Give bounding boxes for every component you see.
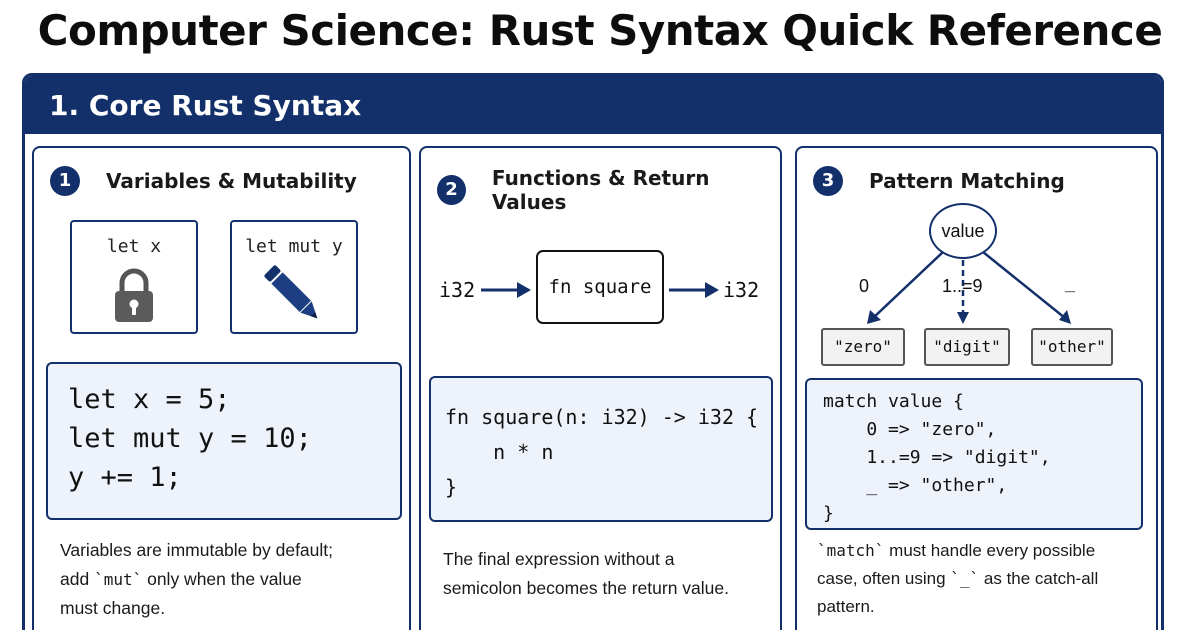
result-node: "zero": [821, 328, 905, 366]
note-text: case, often using: [817, 569, 951, 588]
arrowhead: [867, 310, 881, 324]
match-tree-edges: [867, 251, 1071, 324]
result-node: "digit": [924, 328, 1010, 366]
panel-pattern-matching: 3 Pattern Matching value 0 1..=9 _ "zero…: [795, 146, 1158, 630]
note-line: The final expression without a: [443, 549, 675, 569]
edge-other: [982, 251, 1066, 319]
result-node: "other": [1031, 328, 1113, 366]
panel-heading: 3 Pattern Matching: [813, 166, 1065, 196]
note-line: pattern.: [817, 597, 875, 616]
number-badge: 2: [437, 175, 466, 205]
section-header: 1. Core Rust Syntax: [25, 76, 1161, 134]
mutable-card: let mut y: [230, 220, 358, 334]
card-label: let mut y: [245, 236, 343, 257]
pencil-icon: [264, 265, 318, 319]
inline-code: `match`: [817, 541, 885, 560]
pattern-label: 1..=9: [942, 276, 983, 296]
panel-heading: 1 Variables & Mutability: [50, 166, 357, 196]
panel-note: `match` must handle every possible case,…: [817, 537, 1098, 621]
arrowhead: [957, 312, 969, 324]
immutable-card: let x: [70, 220, 198, 334]
code-line: 0 => "zero",: [823, 419, 997, 440]
lock-icon: [115, 268, 153, 322]
edge-zero: [872, 251, 944, 319]
note-text: add: [60, 569, 95, 589]
panel-title: Functions & Return Values: [491, 166, 710, 214]
arrow-right-icon: [481, 282, 531, 298]
number-badge: 3: [813, 166, 843, 196]
note-text: only when the value: [142, 569, 302, 589]
panel-variables-mutability: 1 Variables & Mutability let x let mut y…: [32, 146, 411, 630]
note-line: Variables are immutable by default;: [60, 540, 334, 560]
pattern-label: _: [1065, 274, 1076, 294]
code-line: let mut y = 10;: [68, 423, 312, 454]
panel-note: The final expression without a semicolon…: [443, 545, 729, 603]
code-line: _ => "other",: [823, 475, 1008, 496]
code-block: match value { 0 => "zero", 1..=9 => "dig…: [805, 378, 1143, 530]
code-line: y += 1;: [68, 462, 182, 493]
note-text: as the catch-all: [979, 569, 1099, 588]
panel-title: Variables & Mutability: [106, 169, 357, 193]
pattern-label: 0: [859, 276, 870, 296]
note-line: semicolon becomes the return value.: [443, 578, 729, 598]
code-line: 1..=9 => "digit",: [823, 447, 1051, 468]
inline-code: `_`: [950, 569, 980, 588]
code-line: }: [445, 475, 458, 499]
note-line: case, often using `_` as the catch-all: [817, 565, 1098, 593]
note-line: add `mut` only when the value: [60, 565, 333, 594]
code-line: match value {: [823, 391, 964, 412]
card-label: let x: [106, 236, 162, 257]
output-type-label: i32: [723, 278, 760, 302]
panel-heading: 2 Functions & Return Values: [437, 166, 780, 214]
function-node: fn square: [536, 250, 664, 324]
code-block: fn square(n: i32) -> i32 { n * n }: [429, 376, 773, 522]
arrow-right-icon: [669, 282, 719, 298]
panel-functions-return-values: 2 Functions & Return Values i32 fn squar…: [419, 146, 782, 630]
note-line: must change.: [60, 598, 166, 618]
page-title: Computer Science: Rust Syntax Quick Refe…: [37, 6, 1163, 55]
match-root-node: value: [929, 203, 997, 259]
number-badge: 1: [50, 166, 80, 196]
code-line: n * n: [445, 440, 554, 464]
code-line: }: [823, 503, 834, 524]
code-block: let x = 5; let mut y = 10; y += 1;: [46, 362, 402, 520]
inline-code: `mut`: [94, 570, 143, 589]
input-type-label: i32: [439, 278, 476, 302]
note-text: must handle every possible: [884, 541, 1096, 560]
arrowhead: [1059, 310, 1071, 324]
code-line: fn square(n: i32) -> i32 {: [445, 405, 759, 429]
code-line: let x = 5;: [68, 384, 231, 415]
panel-title: Pattern Matching: [869, 169, 1065, 193]
panel-note: Variables are immutable by default; add …: [60, 536, 333, 623]
note-line: `match` must handle every possible: [817, 537, 1098, 565]
